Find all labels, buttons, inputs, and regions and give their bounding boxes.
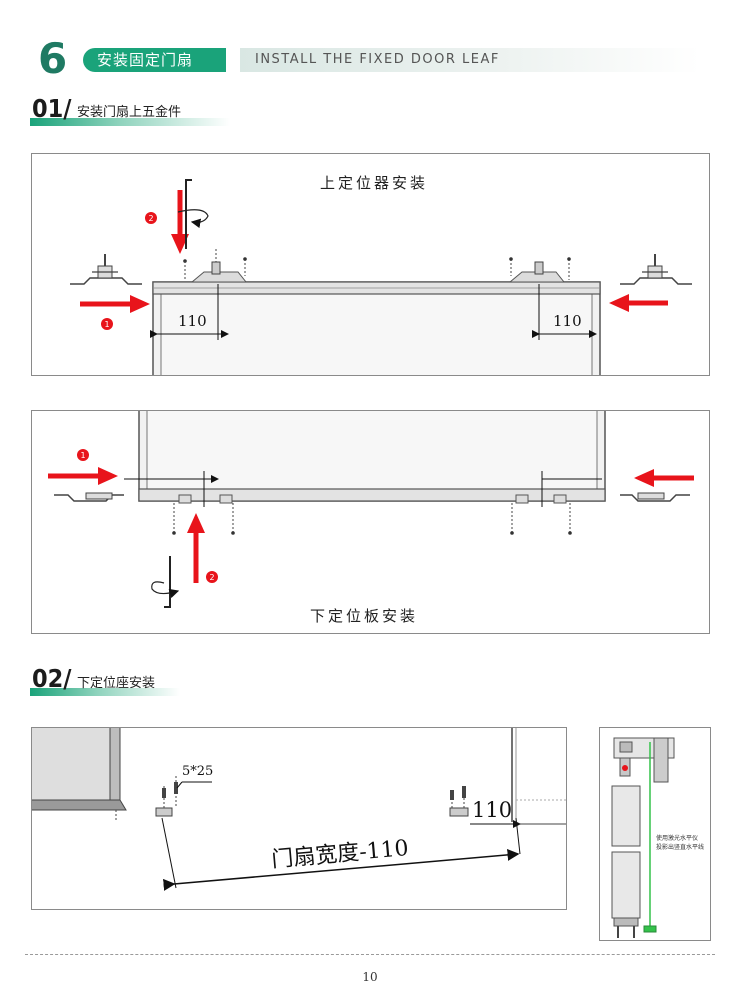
- drop-arrow: [171, 190, 189, 254]
- door-frame-right: [511, 728, 566, 825]
- step2-number: 02/: [32, 664, 72, 693]
- top-locator-left: [183, 249, 248, 283]
- dimension-right: [532, 284, 597, 340]
- door-leaf-bottom: [138, 411, 606, 502]
- door-leaf-corner: [32, 728, 127, 820]
- bottom-seat-left: [155, 776, 212, 817]
- dimension-left: [150, 284, 229, 340]
- insert-arrow-left-bottom: [48, 467, 118, 485]
- top-locator-drawing: 1 2: [70, 179, 692, 375]
- bottom-seat-drawing: [32, 728, 566, 891]
- seat-offset-label: 110: [472, 798, 513, 822]
- screw-size-label: 5*25: [182, 764, 214, 779]
- insert-arrow-left: [80, 295, 150, 313]
- page-number: 10: [362, 970, 378, 984]
- bottom-locator-caption: 下定位板安装: [310, 607, 419, 625]
- bottom-plate-left: [172, 494, 235, 535]
- insert-arrow-right-bottom: [634, 469, 694, 487]
- bracket-left: [70, 254, 142, 285]
- bottom-locator-drawing: 1 2: [48, 411, 694, 608]
- badge-step-1: [101, 318, 113, 330]
- bracket-right-bottom: [620, 492, 690, 502]
- bottom-locator-diagram: 1 2 下定位板安装: [31, 410, 710, 634]
- laser-level-drawing: [611, 737, 675, 938]
- badge-step-2-bottom-label: 2: [209, 573, 214, 582]
- bottom-seat-right: [449, 786, 521, 828]
- footer-divider: [25, 954, 715, 955]
- step1-number: 01/: [32, 94, 72, 123]
- step1-title-band: [30, 118, 230, 126]
- section-title-en: INSTALL THE FIXED DOOR LEAF: [255, 52, 500, 67]
- laser-level-diagram: 使用激光水平仪 投影出竖直水平线: [599, 727, 711, 941]
- bottom-plate-right: [510, 494, 572, 535]
- bracket-right: [620, 254, 692, 285]
- allen-key-icon-bottom: [151, 556, 180, 608]
- dimension-marker-left: [124, 471, 219, 507]
- badge-step-2-bottom: [206, 571, 218, 583]
- door-leaf: [152, 281, 601, 375]
- top-locator-diagram: 1 2 上定位器安装 110 110: [31, 153, 710, 376]
- section-number: 6: [38, 34, 68, 83]
- allen-key-icon: [177, 179, 209, 249]
- step2-title: 下定位座安装: [77, 676, 156, 691]
- laser-note-line1: 使用激光水平仪: [656, 835, 699, 842]
- top-locator-right: [508, 257, 571, 283]
- laser-note: 使用激光水平仪 投影出竖直水平线: [656, 834, 704, 852]
- section-title-band: [240, 48, 700, 72]
- rail-section: [613, 737, 675, 783]
- badge-step-1-bottom-label: 1: [80, 451, 85, 460]
- dimension-left-label: 110: [178, 312, 207, 330]
- lift-arrow: [187, 513, 205, 583]
- width-dimension: [161, 817, 521, 891]
- dimension-marker-right: [541, 471, 602, 507]
- door-leaf-profile: [611, 785, 641, 938]
- laser-note-line2: 投影出竖直水平线: [656, 844, 705, 851]
- bottom-seat-diagram: 5*25 110 门扇宽度-110: [31, 727, 567, 910]
- badge-step-1-label: 1: [104, 320, 109, 329]
- insert-arrow-right: [609, 294, 668, 312]
- badge-step-2: [145, 212, 157, 224]
- step1-title: 安装门扇上五金件: [77, 105, 182, 120]
- dimension-right-label: 110: [553, 312, 582, 330]
- top-locator-caption: 上定位器安装: [320, 174, 429, 192]
- badge-step-1-bottom: [77, 449, 89, 461]
- bracket-left-bottom: [54, 492, 124, 502]
- badge-step-2-label: 2: [148, 214, 153, 223]
- step2-title-band: [30, 688, 180, 696]
- section-title-cn: 安装固定门扇: [83, 48, 226, 72]
- laser-line: [643, 742, 657, 933]
